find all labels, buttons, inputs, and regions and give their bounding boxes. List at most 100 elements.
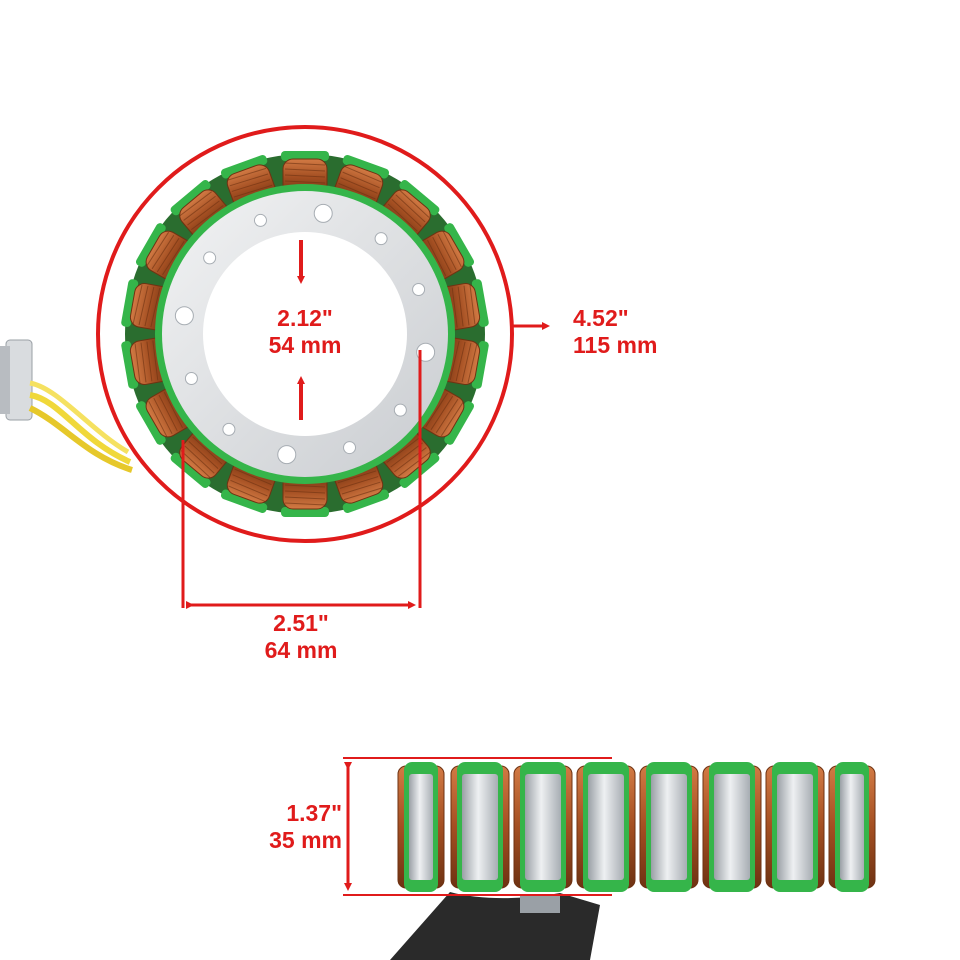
winding-turn xyxy=(233,184,273,198)
plate-hole xyxy=(222,422,236,436)
pole-face xyxy=(651,774,687,880)
coil-tip-insulation xyxy=(444,223,475,267)
winding-turn xyxy=(156,237,180,273)
winding-turn xyxy=(229,173,269,187)
winding-turn xyxy=(432,236,452,274)
plate-hole xyxy=(184,372,198,386)
pole-face xyxy=(840,774,864,880)
wire-harness xyxy=(0,339,133,473)
yellow-wire xyxy=(29,380,130,455)
outer-diameter-inches: 4.52" xyxy=(573,305,629,331)
coil-tip-insulation xyxy=(342,154,390,179)
dimension-lines xyxy=(96,125,550,609)
winding-turn xyxy=(398,451,431,477)
plate-hole xyxy=(313,203,333,223)
winding-turn xyxy=(341,481,381,495)
winding-turn xyxy=(284,162,326,166)
height-inches: 1.37" xyxy=(286,800,342,826)
stator-side-view xyxy=(390,762,876,960)
winding-turn xyxy=(191,205,224,231)
winding-turn xyxy=(152,340,159,381)
winding-turn xyxy=(138,285,149,326)
coil-tip-insulation xyxy=(121,279,139,327)
plate-hole xyxy=(253,213,267,227)
winding-turn xyxy=(430,395,454,431)
winding-turn xyxy=(461,342,472,383)
plate-hole xyxy=(277,445,297,465)
winding-turn xyxy=(467,343,478,384)
winding-turn xyxy=(158,394,178,432)
winding-turn xyxy=(234,468,272,486)
winding-turn xyxy=(451,287,458,328)
winding-turn xyxy=(284,502,326,506)
plate-holes xyxy=(174,203,436,465)
winding-turn xyxy=(340,177,378,194)
winding-turn xyxy=(442,230,462,268)
winding-turn xyxy=(162,240,185,276)
pole-face xyxy=(525,774,561,880)
plate-hole xyxy=(412,282,426,296)
outer-diameter-circle xyxy=(96,125,514,543)
coil-tip-insulation xyxy=(471,341,489,389)
height-mm: 35 mm xyxy=(269,827,342,853)
winding-turn xyxy=(339,476,379,489)
winding-turn xyxy=(163,391,183,429)
coil-tip-insulation xyxy=(342,489,390,514)
stator-pole xyxy=(513,762,573,892)
winding-turn xyxy=(284,174,326,178)
winding-turn xyxy=(183,195,216,221)
coil-tip-insulation xyxy=(170,180,211,216)
winding-turn xyxy=(390,442,423,468)
stator-pole xyxy=(450,762,510,892)
yellow-wire xyxy=(29,392,132,465)
winding-turn xyxy=(284,180,326,184)
winding-turn xyxy=(435,398,459,434)
stator-top-view xyxy=(121,151,489,517)
bolt-spacing-inches: 2.51" xyxy=(273,610,329,636)
winding-turn xyxy=(187,200,220,226)
stator-pole xyxy=(702,762,762,892)
winding-turn xyxy=(227,167,267,181)
pole-face xyxy=(462,774,498,880)
center-bore xyxy=(203,232,407,436)
coil-tip-insulation xyxy=(135,223,166,267)
yellow-wire xyxy=(28,405,133,473)
coil-tip-insulation xyxy=(220,489,268,514)
inner-diameter-label: 2.12" 54 mm xyxy=(240,305,370,359)
stator-pole xyxy=(765,762,825,892)
coil-tip-insulation xyxy=(121,341,139,389)
winding-turn xyxy=(134,343,141,384)
stator-pole xyxy=(639,762,699,892)
plate-hole xyxy=(393,403,407,417)
pole-face xyxy=(588,774,624,880)
winding-turn xyxy=(146,341,153,382)
coil-tip-insulation xyxy=(471,279,489,327)
height-dimension xyxy=(343,757,612,896)
coil-tip-insulation xyxy=(220,154,268,179)
inner-diameter-inches: 2.12" xyxy=(277,305,333,331)
plate-hole xyxy=(374,232,388,246)
coil-tip-insulation xyxy=(399,180,440,216)
winding-turn xyxy=(391,198,422,227)
coil-tip-insulation xyxy=(444,401,475,445)
winding-turn xyxy=(284,168,326,172)
winding-turn xyxy=(284,490,326,494)
winding-turn xyxy=(463,285,470,326)
winding-turn xyxy=(425,392,448,428)
bolt-spacing-label: 2.51" 64 mm xyxy=(236,610,366,664)
winding-turn xyxy=(337,470,377,484)
winding-turn xyxy=(455,341,466,382)
stator-pole xyxy=(828,762,876,892)
coil-tip-insulation xyxy=(135,401,166,445)
winding-turn xyxy=(343,487,383,501)
pole-row xyxy=(397,762,876,892)
winding-turn xyxy=(342,171,380,189)
cable-clamp xyxy=(520,895,560,913)
winding-turn xyxy=(146,231,170,267)
winding-turn xyxy=(140,342,147,383)
winding-turn xyxy=(344,166,382,183)
winding-turn xyxy=(188,441,219,470)
coil-tip-insulation xyxy=(170,452,211,488)
